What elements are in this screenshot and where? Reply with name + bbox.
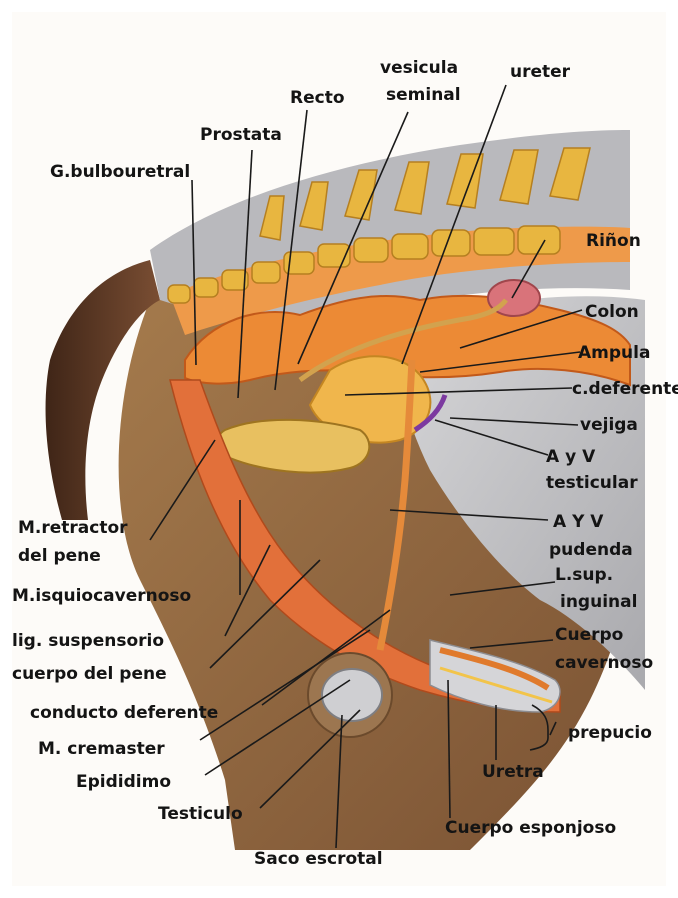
label-isquiocavernoso: M.isquiocavernoso	[12, 586, 191, 606]
label-cuerpo: Cuerpo	[555, 625, 623, 645]
label-bulbouretral: G.bulbouretral	[50, 162, 190, 182]
label-ureter: ureter	[510, 62, 570, 82]
label-testiculo: Testiculo	[158, 804, 243, 824]
label-conducto-deferente: conducto deferente	[30, 703, 218, 723]
label-saco-escrotal: Saco escrotal	[254, 849, 383, 869]
label-cuerpo-del-pene: cuerpo del pene	[12, 664, 167, 684]
label-pudenda: pudenda	[549, 540, 633, 560]
testicle	[322, 669, 382, 721]
label-prepucio: prepucio	[568, 723, 652, 743]
label-del-pene: del pene	[18, 546, 101, 566]
label-ayv-1: A y V	[546, 447, 595, 467]
label-cdeferente: c.deferente	[572, 379, 678, 399]
label-colon: Colon	[585, 302, 639, 322]
label-vejiga: vejiga	[580, 415, 638, 435]
label-cuerpo-esponjoso: Cuerpo esponjoso	[445, 818, 616, 838]
label-ampula: Ampula	[578, 343, 650, 363]
label-uretra: Uretra	[482, 762, 544, 782]
label-retractor: M.retractor	[18, 518, 128, 538]
label-cremaster: M. cremaster	[38, 739, 165, 759]
label-inguinal: inguinal	[560, 592, 637, 612]
label-testicular: testicular	[546, 473, 638, 493]
label-seminal: seminal	[386, 85, 461, 105]
label-prostata: Prostata	[200, 125, 282, 145]
label-vesicula: vesicula	[380, 58, 458, 78]
label-lsup: L.sup.	[555, 565, 613, 585]
label-lig-suspensorio: lig. suspensorio	[12, 631, 164, 651]
label-ayv-2: A Y V	[553, 512, 603, 532]
label-recto: Recto	[290, 88, 345, 108]
label-cavernoso: cavernoso	[555, 653, 653, 673]
label-rinon: Riñon	[586, 231, 641, 251]
label-epididimo: Epididimo	[76, 772, 171, 792]
